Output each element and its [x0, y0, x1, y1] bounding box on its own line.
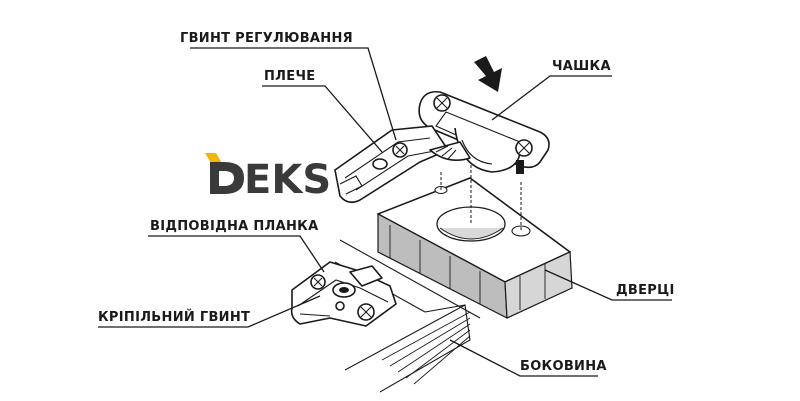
door-panel-shape [377, 160, 573, 320]
leader-side-panel [449, 339, 598, 377]
leader-cup [491, 75, 612, 121]
label-mounting-plate: ВІДПОВІДНА ПЛАНКА [150, 219, 318, 234]
label-side-panel: БОКОВИНА [520, 359, 607, 374]
deks-logo: EKS [205, 153, 331, 203]
label-arm: ПЛЕЧЕ [264, 69, 315, 84]
press-arrow-icon [474, 56, 502, 92]
leader-arm [262, 85, 383, 153]
logo-d-shape [210, 162, 244, 194]
leader-mounting-plate [148, 235, 325, 273]
logo-text: EKS [244, 157, 331, 203]
leader-door [544, 269, 672, 301]
leader-fixing-screw [98, 295, 321, 328]
mounting-plate-shape [290, 261, 397, 327]
label-adjust-screw: ГВИНТ РЕГУЛЮВАННЯ [180, 31, 353, 46]
label-cup: ЧАШКА [552, 59, 611, 74]
label-door: ДВЕРЦІ [616, 283, 675, 298]
hinge-assembly [334, 90, 550, 204]
label-fixing-screw: КРІПІЛЬНИЙ ГВИНТ [98, 309, 250, 325]
leader-adjust-screw [190, 47, 397, 141]
leader-lines [98, 47, 672, 377]
